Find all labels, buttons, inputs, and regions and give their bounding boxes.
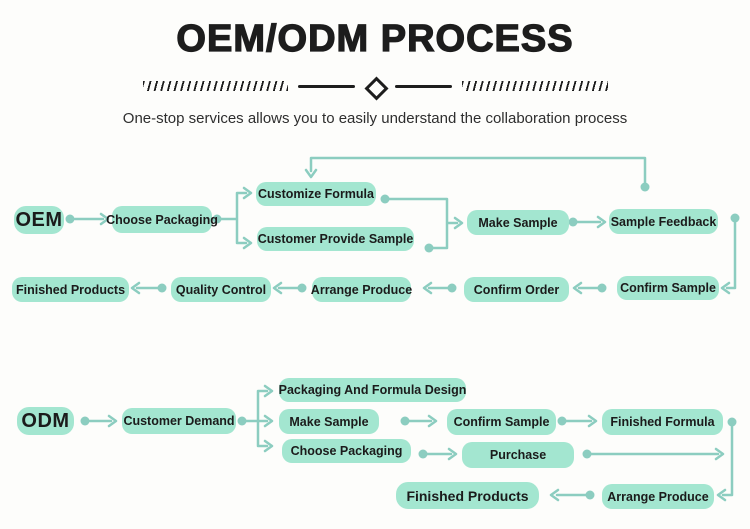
- connector-choose-packaging-to-purchase: [418, 447, 458, 461]
- divider-line-left: [298, 84, 355, 88]
- node-odm-choose-packaging: Choose Packaging: [282, 439, 411, 463]
- connector-confirm-order-to-arrange-produce: [422, 281, 457, 295]
- connector-dot: [568, 217, 578, 227]
- arrowhead-left-icon: [130, 281, 141, 295]
- node-odm-confirm-sample: Confirm Sample: [447, 409, 556, 435]
- connector-dot: [65, 214, 75, 224]
- node-oem-quality-control: Quality Control: [171, 277, 271, 302]
- connector-make-sample-to-sample-feedback: [568, 215, 607, 229]
- connector-dot: [297, 283, 307, 293]
- node-oem-finished-products: Finished Products: [12, 277, 129, 302]
- connector-dot: [80, 416, 90, 426]
- arrowhead-left-icon: [422, 281, 433, 295]
- node-odm-finished-formula: Finished Formula: [602, 409, 723, 435]
- arrowhead-right-icon: [263, 414, 274, 428]
- node-oem-arrange-produce: Arrange Produce: [311, 277, 412, 302]
- connector-dot: [237, 416, 247, 426]
- connector-dot: [585, 490, 595, 500]
- arrowhead-left-icon: [716, 488, 727, 502]
- connector-confirm-sample-to-confirm-order: [572, 281, 607, 295]
- node-oem-confirm-order: Confirm Order: [464, 277, 569, 302]
- node-oem-label: OEM: [14, 206, 64, 234]
- node-oem-make-sample: Make Sample: [467, 210, 569, 235]
- connector-odm-to-customer-demand: [80, 414, 118, 428]
- diamond-icon: [364, 76, 389, 101]
- divider-line-right: [395, 84, 452, 88]
- node-odm-packaging-and-formula-design: Packaging And Formula Design: [279, 378, 466, 402]
- connector-line: [725, 220, 737, 290]
- page-title: OEM/ODM PROCESS: [176, 17, 574, 60]
- arrowhead-right-icon: [587, 414, 598, 428]
- connector-odm-make-sample-to-confirm-sample: [400, 414, 438, 428]
- node-oem-customer-provide-sample: Customer Provide Sample: [257, 227, 414, 251]
- arrowhead-left-icon: [720, 281, 731, 295]
- connector-line: [219, 191, 248, 245]
- connector-customer-demand-split: [237, 384, 274, 453]
- arrowhead-right-icon: [453, 216, 464, 230]
- connector-dot: [557, 416, 567, 426]
- node-oem-choose-packaging: Choose Packaging: [106, 206, 218, 233]
- arrowhead-left-icon: [572, 281, 583, 295]
- node-oem-confirm-sample: Confirm Sample: [617, 276, 719, 300]
- subtitle: One-stop services allows you to easily u…: [122, 110, 628, 127]
- connector-line: [244, 389, 269, 448]
- connector-dot: [640, 182, 650, 192]
- arrowhead-right-icon: [714, 447, 725, 461]
- connector-dot: [380, 194, 390, 204]
- node-odm-purchase: Purchase: [462, 442, 574, 468]
- connector-arrange-produce-to-quality-control: [272, 281, 307, 295]
- hatch-right-icon: [462, 81, 608, 91]
- node-odm-arrange-produce: Arrange Produce: [602, 484, 714, 509]
- connector-quality-control-to-finished-products: [130, 281, 167, 295]
- hatch-left-icon: [143, 81, 288, 91]
- connector-dot: [418, 449, 428, 459]
- connector-dot: [727, 417, 737, 427]
- connector-dot: [447, 283, 457, 293]
- node-odm-customer-demand: Customer Demand: [122, 408, 236, 434]
- arrowhead-left-icon: [272, 281, 283, 295]
- node-odm-make-sample: Make Sample: [279, 409, 379, 434]
- connector-dot: [424, 243, 434, 253]
- connector-purchase-out: [582, 447, 725, 461]
- connector-sample-feedback-to-confirm-sample: [720, 213, 740, 295]
- arrowhead-right-icon: [107, 414, 118, 428]
- connector-dot: [157, 283, 167, 293]
- node-odm-finished-products: Finished Products: [396, 482, 539, 509]
- arrowhead-down-icon: [304, 168, 318, 179]
- connector-dot: [597, 283, 607, 293]
- arrowhead-left-icon: [549, 488, 560, 502]
- arrowhead-right-icon: [263, 384, 274, 398]
- connector-confirm-sample-to-finished-formula: [557, 414, 598, 428]
- connector-line: [309, 156, 647, 185]
- connector-dot: [730, 213, 740, 223]
- connector-oem-to-choose-packaging: [65, 212, 110, 226]
- node-oem-sample-feedback: Sample Feedback: [609, 209, 718, 234]
- node-odm-label: ODM: [17, 407, 74, 435]
- arrowhead-right-icon: [263, 439, 274, 453]
- arrowhead-right-icon: [596, 215, 607, 229]
- connector-dot: [400, 416, 410, 426]
- connector-dot: [582, 449, 592, 459]
- node-oem-customize-formula: Customize Formula: [256, 182, 376, 206]
- connector-line: [721, 424, 734, 497]
- arrowhead-right-icon: [242, 236, 253, 250]
- connector-choose-packaging-split: [212, 186, 253, 250]
- arrowhead-right-icon: [427, 414, 438, 428]
- arrowhead-right-icon: [242, 186, 253, 200]
- connector-arrange-produce-to-finished-products: [549, 488, 595, 502]
- arrowhead-right-icon: [447, 447, 458, 461]
- title-divider: [0, 76, 750, 101]
